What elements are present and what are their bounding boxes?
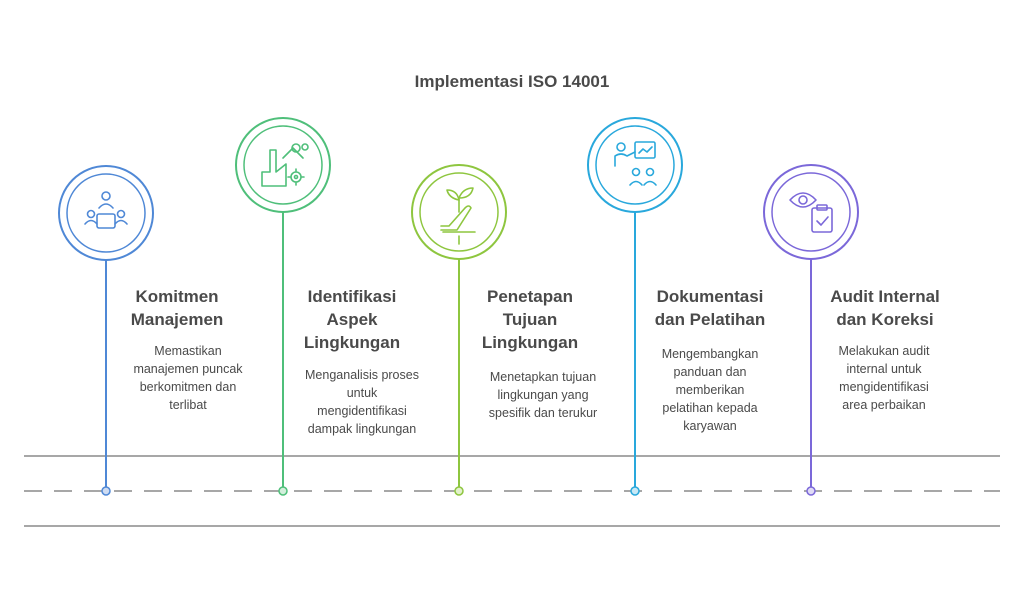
step-4-desc-line: karyawan <box>683 419 737 433</box>
factory-gear-icon <box>261 143 309 187</box>
step-4-title-line: dan Pelatihan <box>654 310 766 329</box>
step-3-node <box>411 164 507 496</box>
step-1-desc-line: terlibat <box>169 398 207 412</box>
step-3-desc-line: lingkungan yang <box>497 388 589 402</box>
training-presentation-icon <box>614 141 657 186</box>
step-5-desc-line: area perbaikan <box>842 398 926 412</box>
step-1-desc-line: manajemen puncak <box>133 362 243 376</box>
step-2-desc-line: untuk <box>346 386 378 400</box>
step-5-desc-line: mengidentifikasi <box>839 380 929 394</box>
step-3-description: Menetapkan tujuan lingkungan yang spesif… <box>468 368 618 422</box>
step-3-title-line: Tujuan <box>502 310 558 329</box>
step-4-desc-line: memberikan <box>675 383 745 397</box>
diagram-title: Implementasi ISO 14001 <box>414 72 610 91</box>
plant-growth-icon <box>440 187 476 245</box>
step-2-desc-line: Menganalisis proses <box>305 368 419 382</box>
step-5-title: Audit Internal dan Koreksi <box>800 285 970 331</box>
step-1-description: Memastikan manajemen puncak berkomitmen … <box>118 342 258 414</box>
step-2-description: Menganalisis proses untuk mengidentifika… <box>292 366 432 438</box>
step-2-title: Identifikasi Aspek Lingkungan <box>267 285 437 354</box>
step-3-title-line: Lingkungan <box>481 333 579 352</box>
step-4-node <box>587 117 683 496</box>
step-1-node <box>58 165 154 496</box>
step-3-desc-line: spesifik dan terukur <box>488 406 598 420</box>
step-4-desc-line: Mengembangkan <box>661 347 759 361</box>
step-4-title-line: Dokumentasi <box>656 287 764 306</box>
step-2-title-line: Aspek <box>326 310 378 329</box>
step-3-desc-line: Menetapkan tujuan <box>489 370 597 384</box>
step-1-title: Komitmen Manajemen <box>92 285 262 331</box>
meeting-table-icon <box>84 191 128 229</box>
step-5-title-line: dan Koreksi <box>836 310 934 329</box>
step-4-desc-line: panduan dan <box>673 365 747 379</box>
step-4-title: Dokumentasi dan Pelatihan <box>625 285 795 331</box>
audit-eye-clipboard-icon <box>789 192 833 233</box>
step-5-description: Melakukan audit internal untuk mengident… <box>814 342 954 414</box>
step-1-desc-line: Memastikan <box>154 344 222 358</box>
step-5-desc-line: Melakukan audit <box>838 344 930 358</box>
step-1-title-line: Komitmen <box>135 287 219 306</box>
step-4-desc-line: pelatihan kepada <box>662 401 758 415</box>
step-1-desc-line: berkomitmen dan <box>139 380 237 394</box>
step-3-title-line: Penetapan <box>487 287 573 306</box>
step-2-node <box>235 117 331 496</box>
step-4-description: Mengembangkan panduan dan memberikan pel… <box>640 345 780 435</box>
step-2-title-line: Lingkungan <box>303 333 401 352</box>
step-5-title-line: Audit Internal <box>830 287 940 306</box>
step-1-title-line: Manajemen <box>130 310 224 329</box>
step-5-desc-line: internal untuk <box>846 362 922 376</box>
step-2-desc-line: mengidentifikasi <box>317 404 407 418</box>
step-2-title-line: Identifikasi <box>307 287 397 306</box>
step-5-node <box>763 164 859 496</box>
step-3-title: Penetapan Tujuan Lingkungan <box>445 285 615 354</box>
step-2-desc-line: dampak lingkungan <box>307 422 417 436</box>
